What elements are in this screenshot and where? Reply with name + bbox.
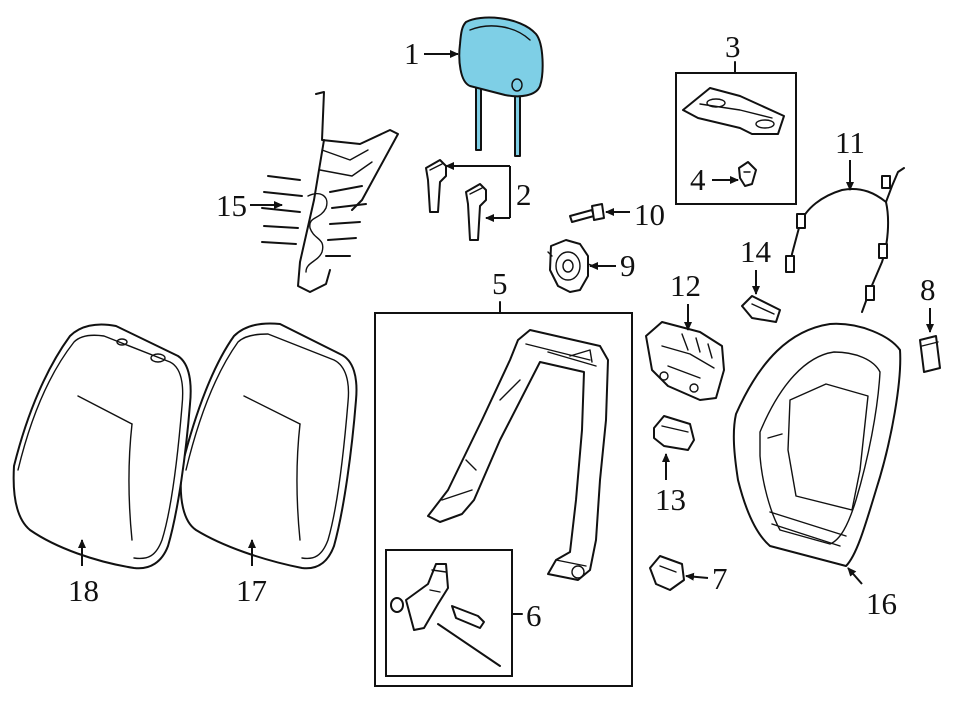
callout-16: 16 — [847, 567, 897, 621]
callout-2-label: 2 — [516, 177, 532, 212]
part-6-actuator-kit[interactable] — [390, 563, 501, 667]
part-12-latch[interactable] — [645, 321, 725, 401]
callout-13: 13 — [655, 453, 686, 517]
part-11-cable[interactable] — [785, 167, 905, 313]
part-4-clip[interactable] — [738, 161, 757, 187]
part-5-box — [374, 312, 633, 687]
callout-18: 18 — [68, 539, 99, 608]
callout-6-label: 6 — [526, 598, 542, 633]
callout-12-label: 12 — [670, 268, 701, 303]
part-8-clip[interactable] — [919, 335, 941, 373]
part-17-seat-back-cover[interactable] — [179, 322, 358, 570]
callout-4-label: 4 — [690, 162, 706, 197]
callout-2: 2 — [445, 162, 532, 222]
callout-14: 14 — [740, 234, 772, 295]
callout-12: 12 — [670, 268, 701, 331]
part-5-seat-back-frame[interactable] — [427, 329, 609, 581]
part-1-headrest[interactable] — [458, 16, 544, 157]
part-7-clip[interactable] — [649, 555, 685, 591]
callout-8: 8 — [920, 272, 936, 333]
callout-3: 3 — [725, 29, 741, 74]
callout-9-label: 9 — [620, 248, 636, 283]
callout-7: 7 — [685, 561, 728, 596]
part-10-bolt[interactable] — [569, 203, 605, 223]
callout-11-label: 11 — [835, 125, 865, 160]
callout-13-label: 13 — [655, 482, 686, 517]
part-6-box — [385, 549, 513, 677]
part-9-recliner-motor[interactable] — [547, 239, 595, 293]
callout-11: 11 — [835, 125, 865, 191]
part-3-bracket[interactable] — [682, 87, 785, 135]
headrest-cushion — [458, 16, 544, 98]
callout-15: 15 — [216, 188, 283, 223]
callout-8-label: 8 — [920, 272, 936, 307]
callout-17-label: 17 — [236, 573, 267, 608]
callout-6: 6 — [511, 598, 542, 633]
callout-5-label: 5 — [492, 266, 508, 301]
callout-10: 10 — [605, 197, 665, 232]
callout-3-label: 3 — [725, 29, 741, 64]
part-18-seat-back-cover[interactable] — [12, 323, 192, 570]
part-15-spring-frame[interactable] — [261, 91, 399, 293]
callout-9: 9 — [589, 248, 636, 283]
part-13-clip[interactable] — [653, 415, 695, 451]
callout-1-label: 1 — [404, 36, 420, 71]
callout-10-label: 10 — [634, 197, 665, 232]
callout-18-label: 18 — [68, 573, 99, 608]
callout-5: 5 — [492, 266, 508, 314]
part-2-headrest-guides[interactable] — [425, 159, 487, 241]
callout-7-label: 7 — [712, 561, 728, 596]
callout-17: 17 — [236, 539, 267, 608]
callout-4: 4 — [690, 162, 739, 197]
callout-15-label: 15 — [216, 188, 247, 223]
callout-16-label: 16 — [866, 586, 897, 621]
callout-14-label: 14 — [740, 234, 772, 269]
callout-1: 1 — [404, 36, 459, 71]
part-14-bracket[interactable] — [741, 295, 781, 323]
part-16-seat-back-pad[interactable] — [732, 322, 902, 567]
